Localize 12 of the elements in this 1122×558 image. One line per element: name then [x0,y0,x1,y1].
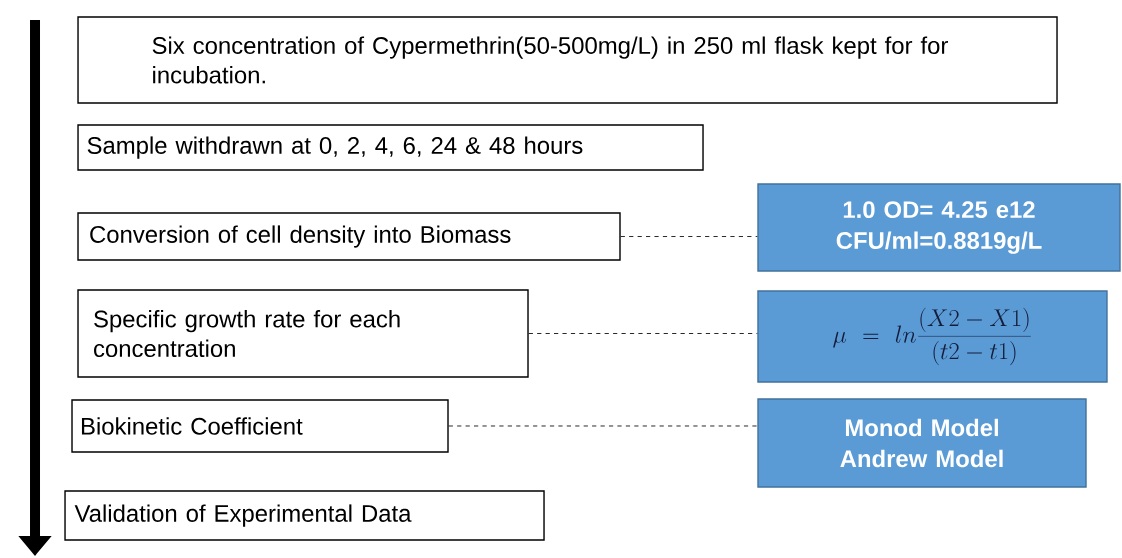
step-box: Sample withdrawn at 0, 2, 4, 6, 24 & 48 hours [77,124,704,171]
step-box: Validation of Experimental Data [64,490,545,541]
result-box: Monod Model Andrew Model [757,398,1087,488]
formula-box: $\mu = ln\frac{(X2-X1)}{(t2-t1)}$ [757,290,1108,383]
step-box: Six concentration of Cypermethrin(50-500mg/L) in 250 ml flask kept for for incubation. [77,16,1058,104]
step-box: Specific growth rate for each concentration [77,289,529,378]
result-box: 1.0 OD= 4.25 e12 CFU/ml=0.8819g/L [757,183,1121,272]
connector-line [448,425,758,427]
connector-line [528,333,758,334]
step-box: Biokinetic Coefficient [71,399,449,453]
step-box: Conversion of cell density into Biomass [77,212,621,261]
connector-line [620,236,758,237]
